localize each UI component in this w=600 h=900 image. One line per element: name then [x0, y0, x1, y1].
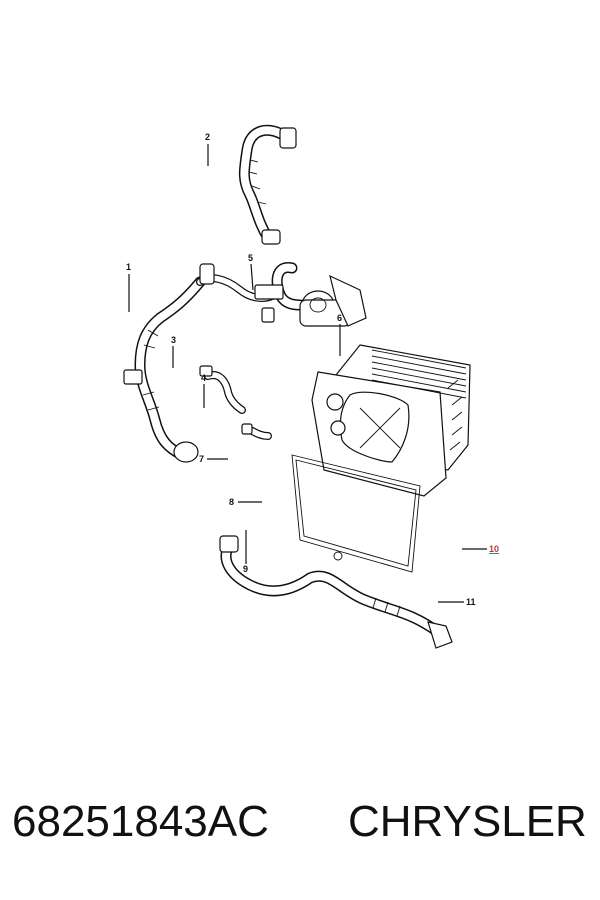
callout-4: 4 — [201, 373, 206, 383]
gasket-part-8 — [291, 454, 421, 573]
leader-line-5 — [250, 263, 254, 291]
hose-part-5 — [254, 262, 306, 323]
brand-caption: CHRYSLER — [348, 797, 587, 846]
callout-10: 10 — [489, 544, 499, 554]
callout-3: 3 — [171, 335, 176, 345]
callout-11: 11 — [466, 597, 476, 607]
callout-9: 9 — [243, 564, 248, 574]
callout-8: 8 — [229, 497, 234, 507]
part-number-caption: 68251843AC — [12, 797, 269, 846]
heat-exchanger-part-10 — [311, 344, 471, 497]
callout-1: 1 — [126, 262, 131, 272]
hose-part-2 — [238, 124, 297, 245]
callout-6: 6 — [337, 313, 342, 323]
callout-2: 2 — [205, 132, 210, 142]
callout-5: 5 — [248, 253, 253, 263]
callout-7: 7 — [199, 454, 204, 464]
hose-part-11 — [219, 535, 453, 649]
hose-part-1 — [123, 263, 276, 463]
pump-part-6 — [299, 274, 367, 327]
fitting-part-4 — [199, 365, 272, 440]
